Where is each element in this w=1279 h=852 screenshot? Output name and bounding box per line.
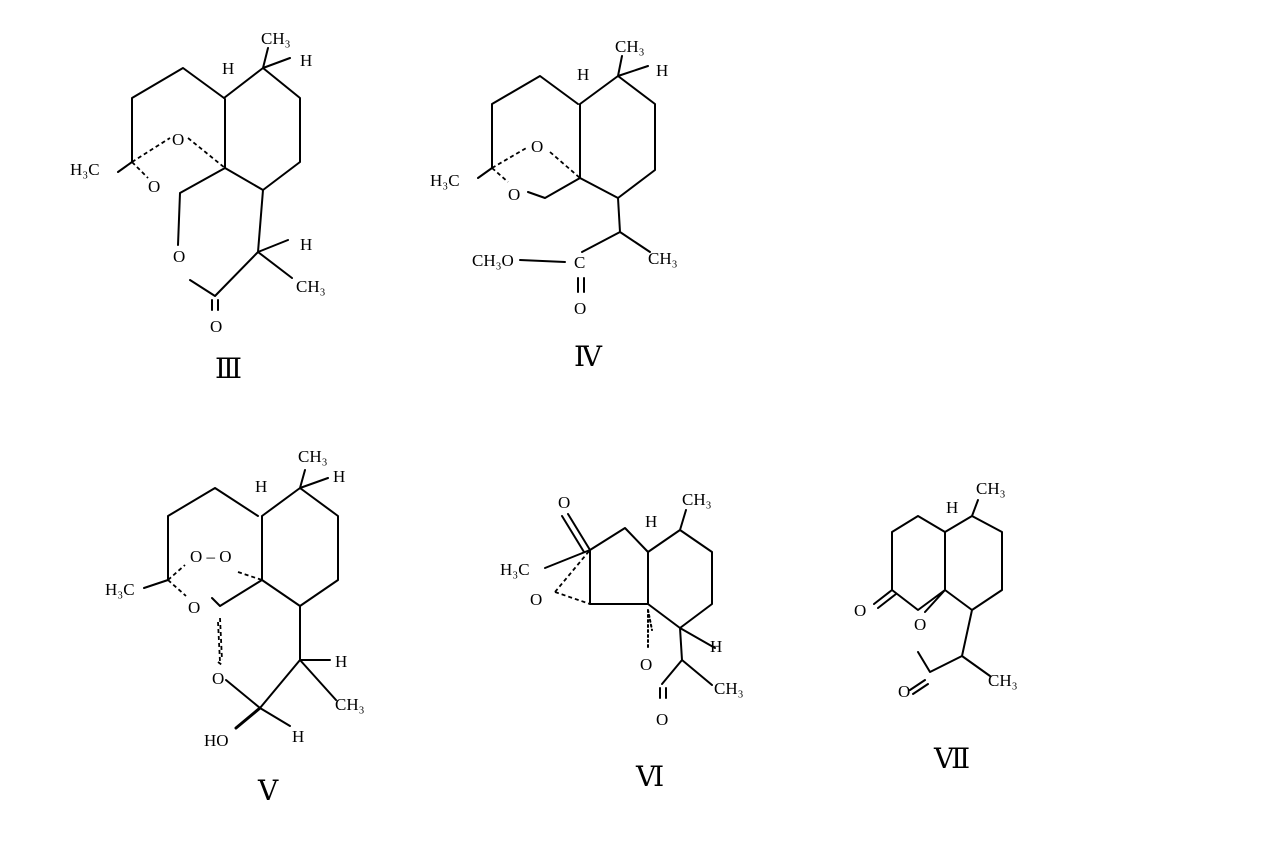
compound-3-h-ring: H — [222, 59, 234, 78]
compound-6-ch3-side: CH₃ — [714, 679, 744, 698]
compound-5: CH₃ H H O – O H₃C O O H CH₃ HO H Ⅴ — [105, 447, 365, 807]
compound-5-o-ring: O — [212, 669, 224, 688]
compound-4-ch3-top: CH₃ — [615, 37, 645, 56]
compound-3-h-top-right: H — [300, 51, 312, 70]
compound-7-o-carbonyl: O — [898, 682, 910, 701]
compound-4-c-carbonyl: C — [574, 253, 585, 272]
compound-7-o-ketone: O — [854, 601, 866, 620]
compound-5-ch3-side: CH₃ — [335, 695, 365, 714]
compound-3-ch3-side: CH₃ — [296, 277, 326, 296]
compound-3-o-carbonyl: O — [210, 317, 222, 336]
compound-6-ch3-top: CH₃ — [682, 490, 712, 509]
compound-5-ch3-top: CH₃ — [298, 447, 328, 466]
compound-6-o-lactone: O — [640, 655, 652, 674]
compound-6-o-epoxide: O — [530, 590, 542, 609]
compound-3-bonds — [117, 47, 301, 311]
compound-4-caption: Ⅳ — [574, 342, 603, 373]
compound-6-h-right: H — [710, 637, 722, 656]
compound-6-h-ring: H — [645, 512, 657, 531]
compound-4-h-top-right: H — [656, 61, 668, 80]
compound-6-bonds — [544, 509, 716, 699]
compound-5-bonds — [143, 469, 339, 730]
compound-3-h-side: H — [300, 235, 312, 254]
compound-4-ester: CH₃O — [472, 251, 514, 270]
compound-3-o-ketal: O — [148, 177, 160, 196]
compound-4-bonds — [477, 55, 656, 293]
compound-7-ch3-top: CH₃ — [976, 479, 1006, 498]
compound-5-h-bottom: H — [292, 727, 304, 746]
compound-4-o-carbonyl: O — [574, 299, 586, 318]
compound-3-o-bridge: O — [172, 130, 184, 149]
compound-4: CH₃ H H O H₃C O CH₃O C CH₃ O Ⅳ — [430, 37, 678, 373]
compound-7-o-lactone: O — [914, 615, 926, 634]
compound-5-h-side: H — [335, 652, 347, 671]
compound-4-h3c: H₃C — [430, 171, 460, 190]
compound-6-caption: Ⅵ — [635, 762, 664, 793]
compound-5-peroxide: O – O — [190, 547, 232, 566]
compound-5-o-ketal: O — [188, 598, 200, 617]
compound-7-caption: Ⅶ — [933, 744, 970, 775]
compound-4-h-ring: H — [577, 65, 589, 84]
compound-5-h-top-right: H — [333, 467, 345, 486]
compound-7: H CH₃ O O O CH₃ Ⅶ — [854, 479, 1018, 775]
compound-5-caption: Ⅴ — [257, 776, 279, 807]
compound-7-ch3-side: CH₃ — [988, 671, 1018, 690]
compound-4-o-bridge: O — [531, 137, 543, 156]
compound-6: O H₃C H CH₃ O H O CH₃ O Ⅵ — [500, 490, 744, 793]
compound-3-ch3-top: CH₃ — [261, 29, 291, 48]
compound-6-o-acetyl: O — [558, 493, 570, 512]
compound-5-ho: HO — [204, 731, 229, 750]
compound-5-h-ring: H — [255, 477, 267, 496]
compound-3-h3c: H₃C — [70, 160, 100, 179]
compound-4-ch3-side: CH₃ — [648, 249, 678, 268]
compound-3-caption: Ⅲ — [215, 354, 242, 385]
compound-5-h3c: H₃C — [105, 580, 135, 599]
compound-6-h3c: H₃C — [500, 560, 530, 579]
compound-7-h-ring: H — [946, 498, 958, 517]
compound-7-bonds — [873, 499, 1003, 695]
compound-3-o-lactone: O — [173, 247, 185, 266]
compound-6-o-carbonyl: O — [656, 710, 668, 729]
compound-4-o-ether: O — [508, 185, 520, 204]
compound-3: CH₃ H H O H₃C O O H CH₃ O Ⅲ — [70, 29, 326, 385]
